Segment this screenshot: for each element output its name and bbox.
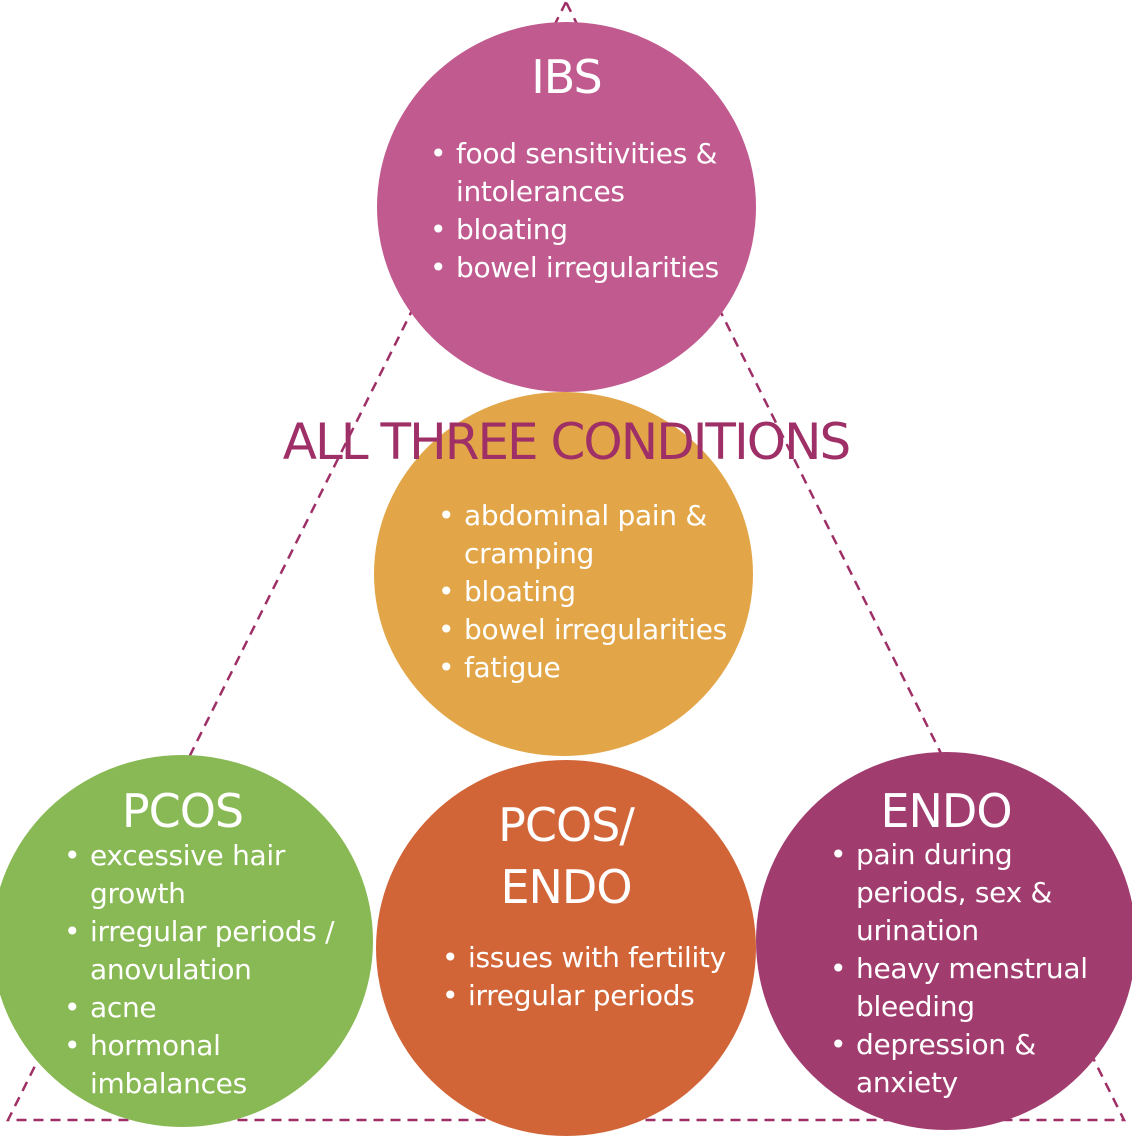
ibs-title: IBS [531, 50, 603, 104]
bullet-icon: • [430, 213, 447, 246]
bullet-icon: • [442, 941, 459, 974]
bullet-icon: • [830, 838, 847, 871]
all-three-conditions-heading: ALL THREE CONDITIONS [282, 413, 851, 471]
list-item: •issues with fertility [442, 939, 752, 977]
list-item: •fatigue [438, 649, 748, 687]
all-three-symptom-list: •abdominal pain &cramping •bloating •bow… [438, 497, 748, 687]
bullet-icon: • [438, 575, 455, 608]
pcos-endo-title: PCOS/ENDO [498, 798, 635, 914]
bullet-icon: • [438, 499, 455, 532]
bullet-icon: • [830, 1028, 847, 1061]
list-item: •bowel irregularities [430, 249, 750, 287]
bullet-icon: • [64, 991, 81, 1024]
bullet-icon: • [438, 613, 455, 646]
pcos-title: PCOS [121, 784, 244, 838]
ibs-circle: IBS •food sensitivities &intolerances •b… [377, 22, 756, 392]
endo-title: ENDO [880, 784, 1012, 838]
list-item: •acne [64, 989, 364, 1027]
list-item: •bowel irregularities [438, 611, 748, 649]
list-item: •bloating [430, 211, 750, 249]
list-item: •irregular periods /anovulation [64, 915, 335, 986]
bullet-icon: • [438, 651, 455, 684]
list-item: •irregular periods [442, 977, 752, 1015]
bullet-icon: • [830, 952, 847, 985]
list-item: •depression &anxiety [830, 1028, 1036, 1099]
bullet-icon: • [64, 915, 81, 948]
bullet-icon: • [64, 1029, 81, 1062]
pcos-endo-symptom-list: •issues with fertility •irregular period… [442, 939, 752, 1015]
bullet-icon: • [442, 979, 459, 1012]
list-item: •bloating [438, 573, 748, 611]
bullet-icon: • [64, 839, 81, 872]
pcos-endo-circle: PCOS/ENDO •issues with fertility •irregu… [376, 760, 756, 1136]
bullet-icon: • [430, 137, 447, 170]
list-item: •food sensitivities &intolerances [430, 137, 718, 208]
bullet-icon: • [430, 251, 447, 284]
all-three-circle: •abdominal pain &cramping •bloating •bow… [374, 392, 753, 756]
ibs-symptom-list: •food sensitivities &intolerances •bloat… [430, 135, 750, 287]
list-item: •abdominal pain &cramping [438, 499, 707, 570]
